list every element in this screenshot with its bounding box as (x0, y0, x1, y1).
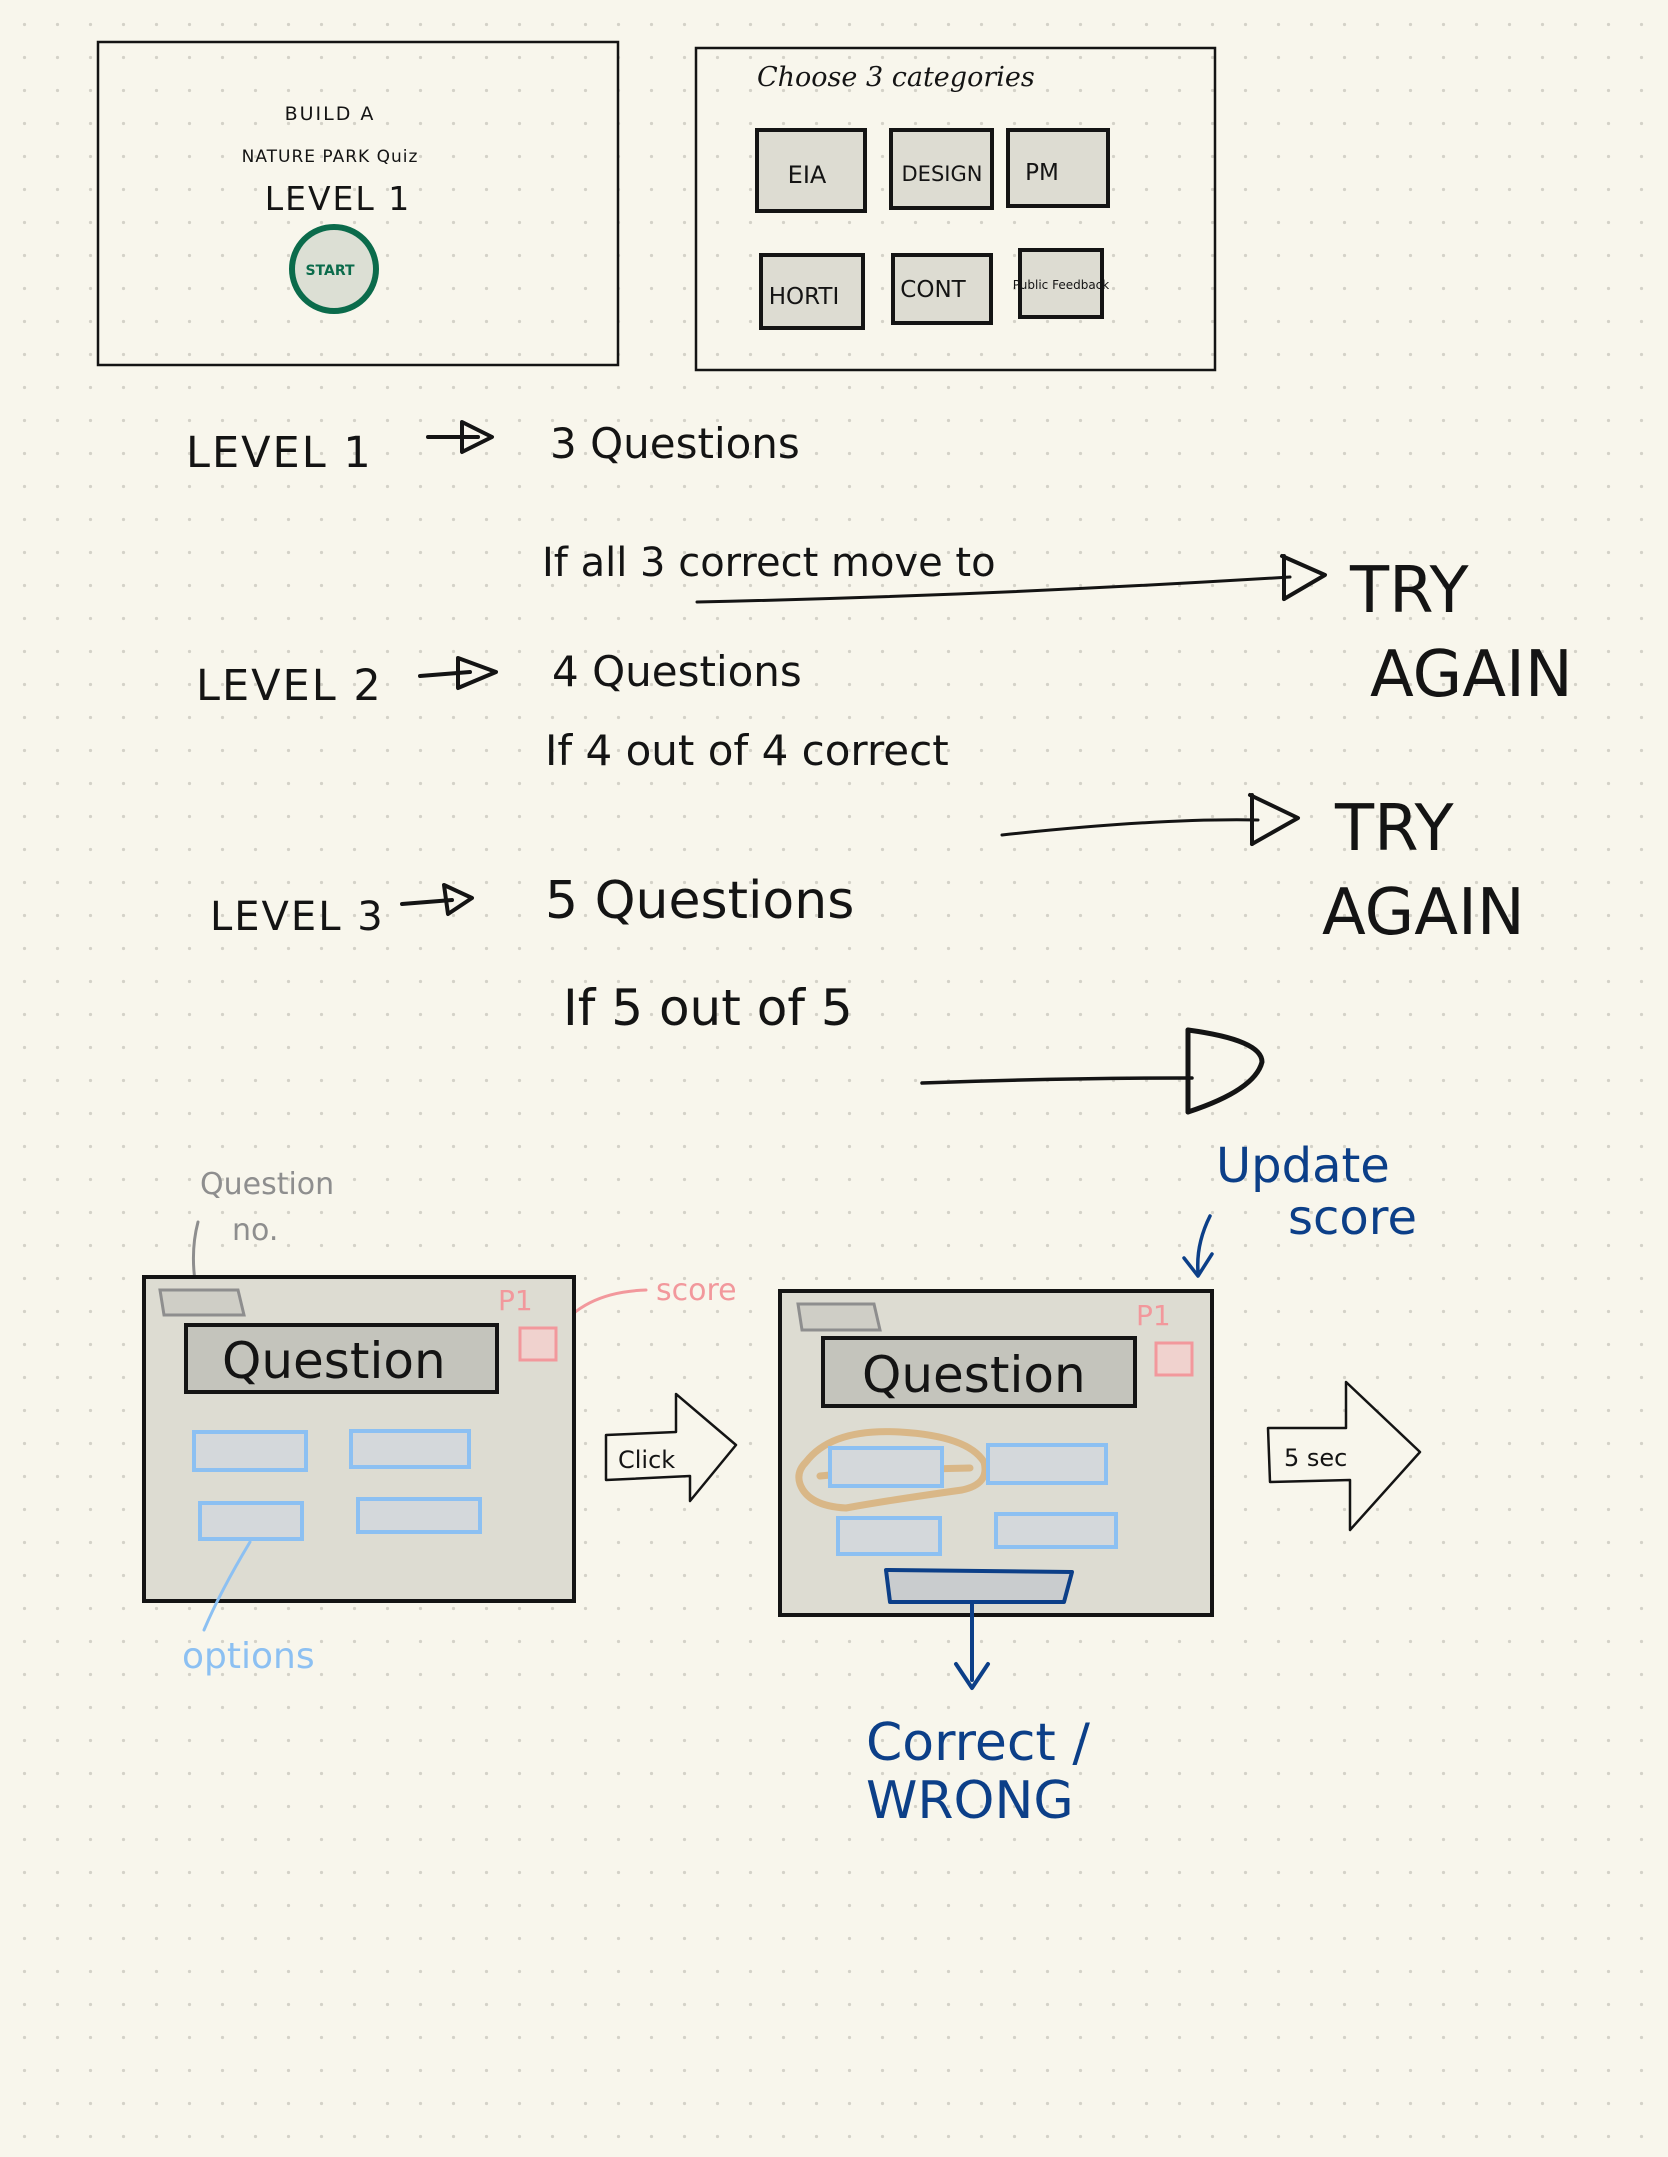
score-player-label: P1 (498, 1284, 533, 1317)
annotation-update-score-arrow-icon (1182, 1214, 1214, 1278)
category-tile-public-feedback[interactable]: Public Feedback (1013, 248, 1110, 319)
question-number-tab (158, 1288, 246, 1317)
category-tile-box (889, 128, 994, 210)
question-number-tab (796, 1302, 882, 1332)
level3-arrow-icon (400, 883, 474, 916)
start-screen-line1: BUILD A (285, 103, 376, 125)
level2-label: LEVEL 2 (196, 661, 383, 711)
level3-condition: If 5 out of 5 (563, 979, 853, 1037)
category-tile-eia[interactable]: EIA (755, 128, 867, 213)
level3-pass-arrow-icon (920, 1027, 1265, 1115)
annotation-result: Correct /WRONG (866, 1713, 1090, 1831)
level3-questions: 5 Questions (545, 871, 854, 931)
delay-transition-arrow-icon: 5 sec (1266, 1380, 1422, 1532)
category-tile-label: DESIGN (902, 162, 983, 186)
category-tile-box (1018, 248, 1104, 319)
category-screen-frame (694, 46, 1217, 372)
option-button[interactable] (356, 1497, 482, 1534)
score-box (1154, 1341, 1194, 1377)
start-screen-level: LEVEL 1 (265, 179, 412, 218)
category-tile-horti[interactable]: HORTI (759, 253, 865, 330)
category-tile-cont[interactable]: CONT (891, 253, 993, 325)
level3-label: LEVEL 3 (210, 894, 385, 940)
annotation-options-line (202, 1540, 252, 1632)
delay-transition-label: 5 sec (1284, 1444, 1347, 1472)
question-text-label: Question (862, 1346, 1086, 1404)
category-tile-label: Public Feedback (1013, 278, 1110, 292)
category-screen-wireframe: Choose 3 categories EIA DESIGN PM HORTI … (694, 46, 1217, 372)
start-screen-frame (96, 40, 620, 367)
category-tile-box (891, 253, 993, 325)
level1-condition: If all 3 correct move to (542, 540, 996, 586)
start-button-ring (289, 224, 379, 314)
level1-label: LEVEL 1 (186, 428, 373, 478)
option-button[interactable] (836, 1516, 942, 1556)
question-text-box (821, 1336, 1137, 1408)
start-screen-wireframe: BUILD A NATURE PARK Quiz LEVEL 1 START (96, 40, 620, 367)
level1-arrow-icon (426, 420, 494, 454)
start-button[interactable]: START (289, 224, 379, 314)
result-banner (884, 1568, 1074, 1604)
question-text-label: Question (222, 1332, 446, 1390)
option-button[interactable] (994, 1512, 1118, 1549)
score-player-label: P1 (1136, 1299, 1171, 1332)
annotation-score: score (656, 1273, 737, 1308)
category-tile-box (759, 253, 865, 330)
category-tile-label: CONT (900, 277, 966, 303)
question-text-box (184, 1323, 499, 1394)
category-screen-title: Choose 3 categories (757, 62, 1035, 93)
start-screen-line2: NATURE PARK Quiz (242, 147, 419, 167)
annotation-result-arrow-icon (954, 1600, 990, 1690)
category-tile-design[interactable]: DESIGN (889, 128, 994, 210)
level1-fail-arrow-icon (695, 554, 1327, 604)
category-tile-label: EIA (788, 161, 827, 189)
category-tile-box (755, 128, 867, 213)
level1-questions: 3 Questions (550, 419, 800, 468)
category-tile-label: HORTI (769, 284, 840, 310)
level2-arrow-icon (418, 656, 498, 690)
score-box (518, 1326, 558, 1362)
category-tile-label: PM (1025, 160, 1059, 186)
level-flow: LEVEL 1 3 Questions If all 3 correct mov… (186, 419, 1573, 1115)
option-button[interactable] (192, 1430, 308, 1472)
option-button[interactable] (349, 1429, 471, 1469)
category-tile-pm[interactable]: PM (1006, 128, 1110, 208)
annotation-options: options (182, 1636, 315, 1677)
level2-fail-arrow-icon (1000, 793, 1300, 846)
level2-condition: If 4 out of 4 correct (545, 726, 949, 775)
option-button[interactable] (198, 1501, 304, 1541)
level2-questions: 4 Questions (552, 647, 802, 696)
category-tile-box (1006, 128, 1110, 208)
start-button-label: START (305, 263, 355, 279)
option-button[interactable] (986, 1443, 1108, 1485)
click-transition-arrow-icon: Click (604, 1392, 738, 1503)
click-transition-label: Click (618, 1446, 675, 1474)
option-button-selected[interactable] (828, 1446, 944, 1488)
